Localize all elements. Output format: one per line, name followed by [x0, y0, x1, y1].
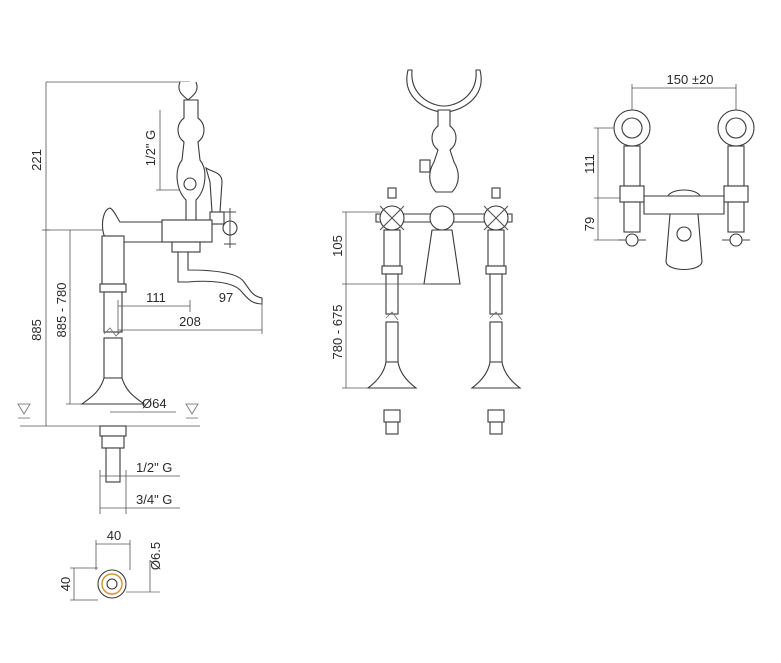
dim-hole-diameter: Ø6.5 [148, 542, 163, 570]
dim-97: 97 [219, 290, 233, 305]
dim-885: 885 [29, 319, 44, 341]
plan-view: 40 40 Ø6.5 [58, 528, 163, 601]
dim-inlet-thread: 1/2" G [143, 130, 158, 166]
dim-plan-width: 40 [107, 528, 121, 543]
dim-780-675: 780 - 675 [330, 305, 345, 360]
top-view: 150 ±20 111 79 [582, 72, 755, 271]
dim-79: 79 [582, 217, 597, 231]
dim-plan-depth: 40 [58, 577, 73, 591]
dim-885-780: 885 - 780 [54, 283, 69, 338]
dim-111-side: 111 [146, 290, 166, 305]
dim-105: 105 [330, 235, 345, 257]
side-view: 221 885 885 - 780 1/2" G [17, 81, 263, 514]
dim-208: 208 [179, 314, 201, 329]
front-view: 105 780 - 675 [330, 69, 522, 435]
dim-shank-thread-1: 1/2" G [136, 460, 172, 475]
dim-150: 150 ±20 [667, 72, 714, 87]
dim-base-diameter: Ø64 [142, 396, 167, 411]
dim-shank-thread-2: 3/4" G [136, 492, 172, 507]
dim-221: 221 [29, 149, 44, 171]
dim-111-top: 111 [582, 154, 597, 174]
mounting-ring [101, 573, 123, 595]
